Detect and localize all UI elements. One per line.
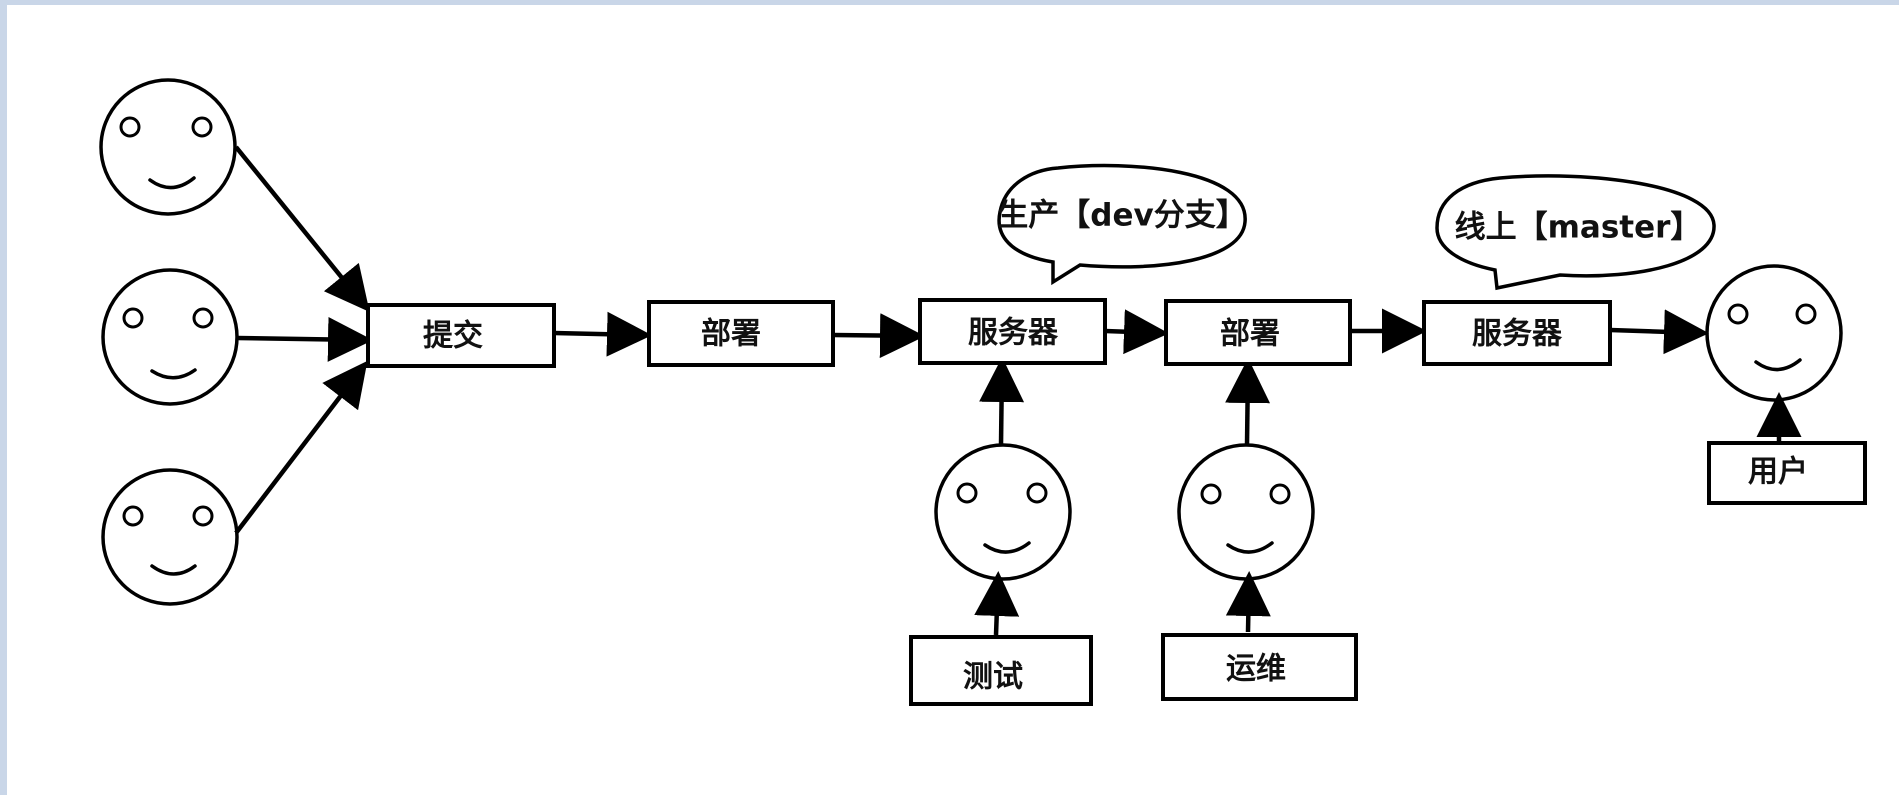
ops-box: 运维 bbox=[1161, 633, 1358, 701]
arrow-dev2-commit bbox=[236, 316, 373, 362]
deploy-label-1: 部署 bbox=[701, 317, 761, 352]
connectors bbox=[234, 145, 1802, 636]
developer-face-3 bbox=[101, 468, 239, 606]
tester-face bbox=[934, 443, 1072, 581]
commit-label: 提交 bbox=[423, 319, 483, 354]
ops-label: 运维 bbox=[1226, 652, 1286, 687]
server-label-1: 服务器 bbox=[968, 316, 1059, 351]
developer-face-1 bbox=[99, 78, 237, 216]
tester-box: 测试 bbox=[909, 635, 1093, 706]
arrow-dev3-commit bbox=[234, 360, 368, 535]
commit-box: 提交 bbox=[366, 303, 556, 368]
arrow-testlabel-tester bbox=[974, 571, 1020, 636]
master-bubble: 线上【master】 bbox=[1435, 174, 1716, 291]
user-box: 用户 bbox=[1707, 441, 1867, 505]
server-box-1: 服务器 bbox=[918, 298, 1107, 365]
arrow-ops-deploy bbox=[1225, 358, 1271, 446]
arrow-deploy-server bbox=[832, 313, 925, 359]
dev-branch-label: 生产【dev分支】 bbox=[997, 198, 1246, 234]
user-label: 用户 bbox=[1748, 455, 1808, 490]
window-frame-top bbox=[0, 0, 1899, 5]
dev-branch-bubble: 生产【dev分支】 bbox=[997, 163, 1247, 286]
arrow-opslabel-ops bbox=[1225, 571, 1271, 633]
arrow-dev1-commit bbox=[234, 145, 370, 312]
deploy-box-2: 部署 bbox=[1164, 299, 1352, 366]
tester-label: 测试 bbox=[963, 660, 1023, 695]
deploy-box-1: 部署 bbox=[647, 300, 835, 367]
window-frame-left bbox=[0, 0, 7, 795]
ops-face bbox=[1177, 443, 1315, 581]
deploy-label-2: 部署 bbox=[1220, 317, 1280, 352]
arrow-server-deploy bbox=[1104, 309, 1169, 355]
arrow-server2-user bbox=[1609, 309, 1709, 355]
arrow-tester-server bbox=[979, 357, 1025, 446]
server-box-2: 服务器 bbox=[1422, 300, 1612, 366]
user-face bbox=[1705, 264, 1843, 402]
server-label-2: 服务器 bbox=[1472, 317, 1563, 352]
master-label: 线上【master】 bbox=[1455, 210, 1702, 246]
developer-face-2 bbox=[101, 268, 239, 406]
arrow-commit-deploy bbox=[553, 311, 652, 357]
